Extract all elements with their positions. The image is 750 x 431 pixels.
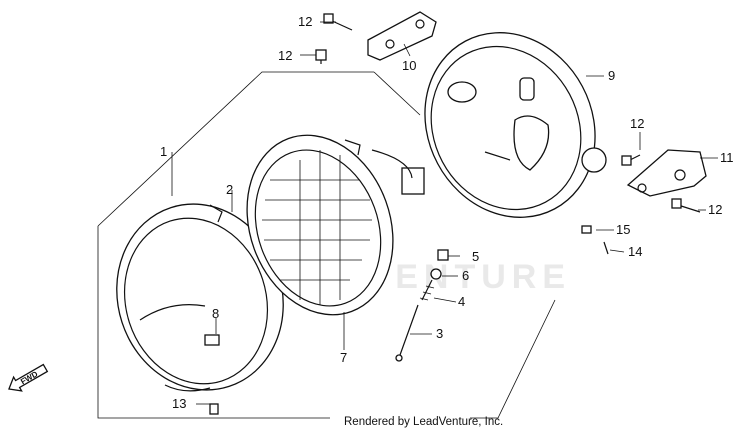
headlight-case xyxy=(424,32,607,218)
headlight-rim xyxy=(116,203,284,392)
sealed-beam-unit xyxy=(246,134,425,316)
mounting-bracket-upper xyxy=(367,11,437,61)
nut-15 xyxy=(581,225,592,234)
case-grommet xyxy=(581,147,607,173)
callout-5: 5 xyxy=(472,249,479,264)
rendered-by-caption: Rendered by LeadVenture, Inc. xyxy=(344,416,503,428)
bolt-12-c xyxy=(621,154,641,166)
callout-4: 4 xyxy=(458,294,465,309)
screw-13 xyxy=(209,403,219,415)
callout-12-a: 12 xyxy=(298,14,312,29)
callout-13: 13 xyxy=(172,396,186,411)
adjusting-screw-3 xyxy=(395,304,419,362)
callout-3: 3 xyxy=(436,326,443,341)
rim-clip xyxy=(204,334,220,346)
assembly-outline xyxy=(97,71,556,419)
callout-12-c: 12 xyxy=(630,116,644,131)
screw-14 xyxy=(603,241,609,255)
callout-15: 15 xyxy=(616,222,630,237)
forward-direction-indicator: FWD xyxy=(8,363,49,392)
forward-arrow-icon xyxy=(8,363,49,392)
callout-7: 7 xyxy=(340,350,347,365)
callout-8: 8 xyxy=(212,306,219,321)
leader-lines xyxy=(171,21,718,405)
callout-11: 11 xyxy=(720,150,734,165)
nut-5 xyxy=(437,249,449,261)
callout-10: 10 xyxy=(402,58,416,73)
callout-12-b: 12 xyxy=(278,48,292,63)
beam-connector xyxy=(401,167,425,195)
callout-14: 14 xyxy=(628,244,642,259)
callout-2: 2 xyxy=(226,182,233,197)
spring-4 xyxy=(419,279,435,301)
washer-6 xyxy=(430,268,442,280)
bolt-12-b xyxy=(315,49,327,64)
callout-6: 6 xyxy=(462,268,469,283)
callout-12-d: 12 xyxy=(708,202,722,217)
callout-9: 9 xyxy=(608,68,615,83)
bolt-12-d xyxy=(671,198,701,213)
callout-1: 1 xyxy=(160,144,167,159)
mounting-bracket-side xyxy=(626,149,707,197)
